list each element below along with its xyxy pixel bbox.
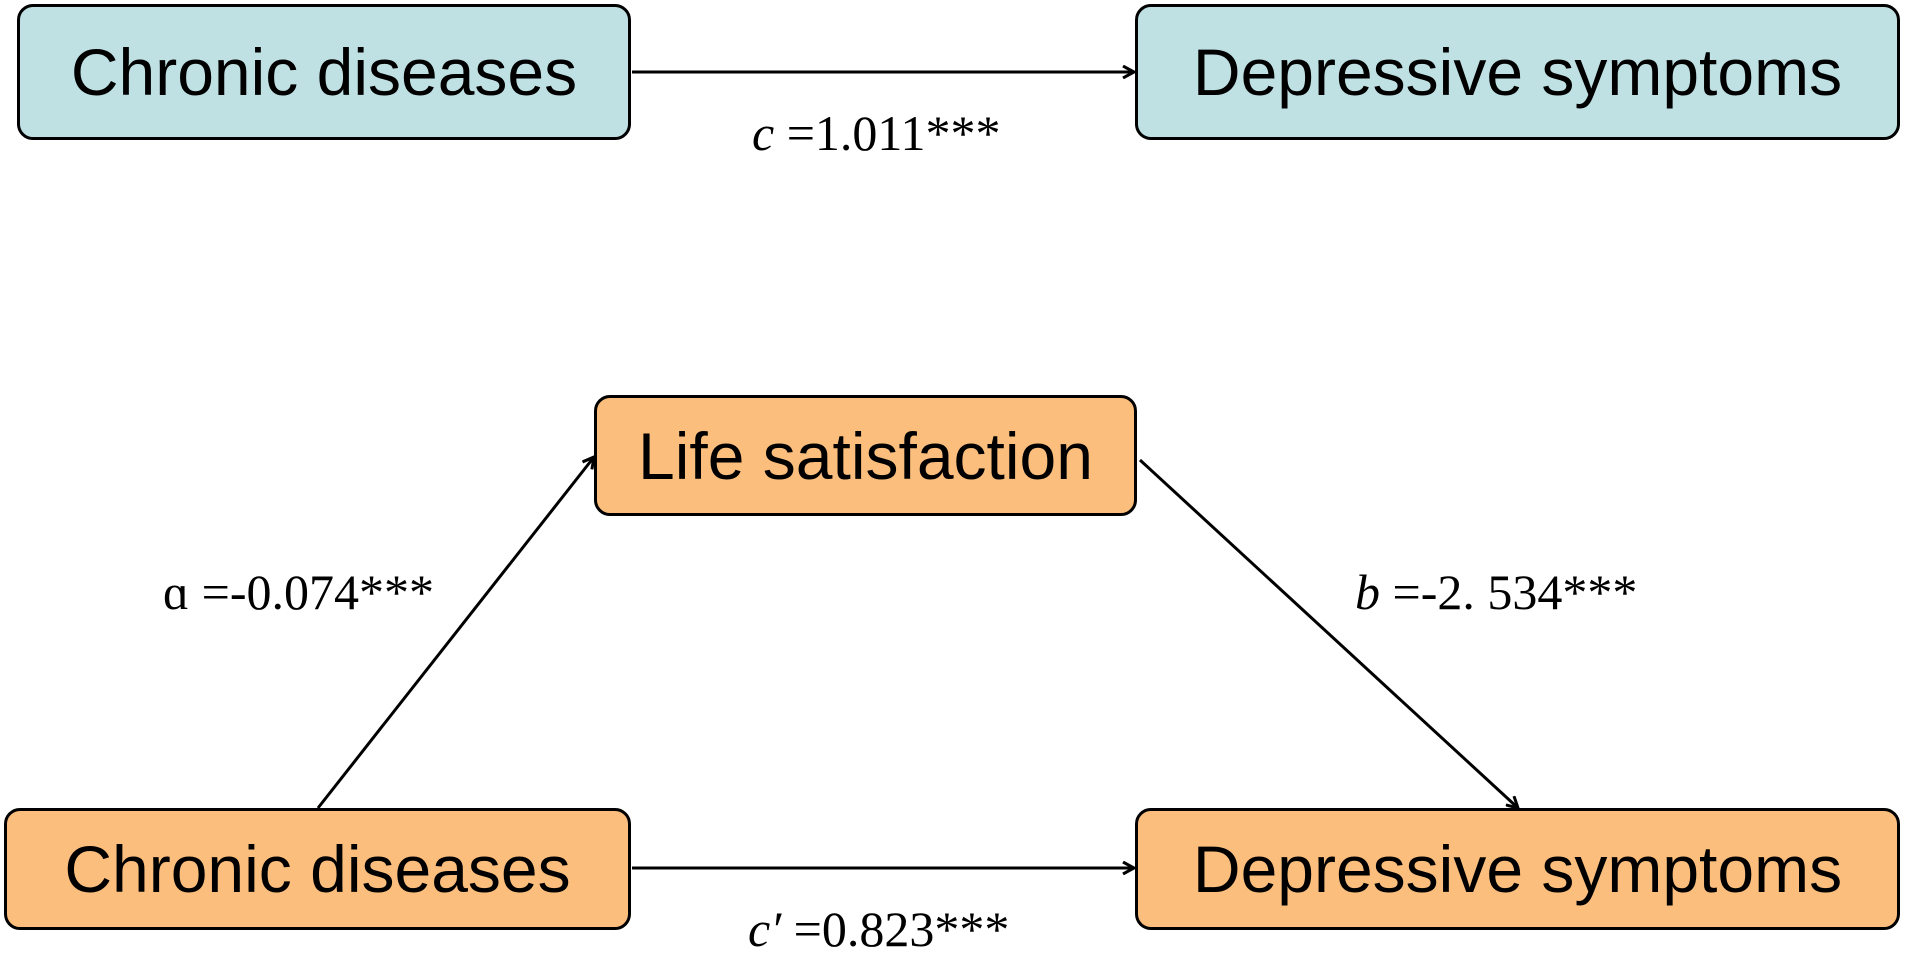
- arrow-a: [316, 457, 594, 809]
- node-depressive-symptoms-bottom: Depressive symptoms: [1135, 808, 1900, 930]
- path-value: =1.011***: [786, 105, 1001, 161]
- path-symbol: c′: [748, 901, 782, 957]
- label-path-c: c =1.011***: [752, 104, 1001, 162]
- arrow-b: [1138, 458, 1518, 808]
- path-value: =0.823***: [793, 901, 1010, 957]
- label-path-b: b =-2. 534***: [1355, 563, 1637, 621]
- node-label: Depressive symptoms: [1192, 832, 1843, 906]
- label-path-c-prime: c′ =0.823***: [748, 900, 1009, 958]
- node-depressive-symptoms-top: Depressive symptoms: [1135, 4, 1900, 140]
- node-label: Depressive symptoms: [1192, 35, 1843, 109]
- node-life-satisfaction: Life satisfaction: [594, 395, 1137, 516]
- path-symbol: c: [752, 105, 775, 161]
- node-label: Life satisfaction: [638, 418, 1093, 493]
- path-symbol: ɑ: [163, 564, 190, 620]
- node-chronic-diseases-top: Chronic diseases: [17, 4, 631, 140]
- node-chronic-diseases-bottom: Chronic diseases: [4, 808, 631, 930]
- label-path-a: ɑ =-0.074***: [163, 563, 434, 621]
- path-symbol: b: [1355, 564, 1380, 620]
- path-value: =-0.074***: [201, 564, 435, 620]
- path-value: =-2. 534***: [1392, 564, 1638, 620]
- node-label: Chronic diseases: [70, 35, 578, 109]
- node-label: Chronic diseases: [64, 832, 571, 906]
